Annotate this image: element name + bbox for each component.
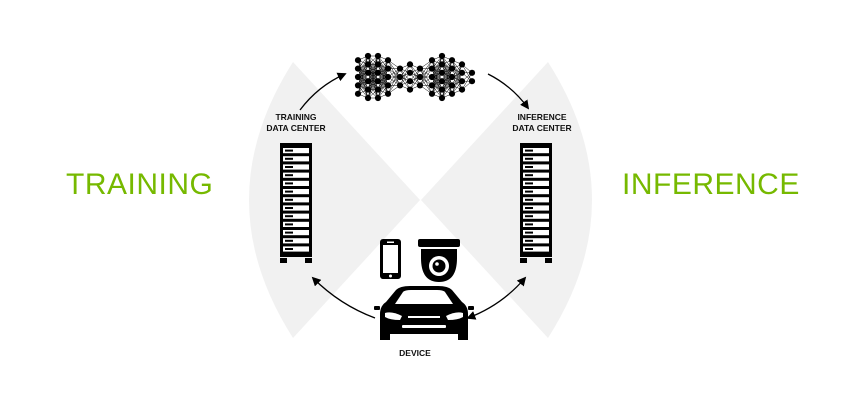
training-zone-arc xyxy=(249,62,420,338)
arrow-to-network xyxy=(299,72,347,111)
inference-label: INFERENCE xyxy=(622,168,800,201)
training-label: TRAINING xyxy=(66,168,214,201)
inference-zone-arc xyxy=(421,62,592,338)
car-icon xyxy=(374,286,474,340)
inference-data-center-label: INFERENCE DATA CENTER xyxy=(497,112,587,134)
arrow-to-inference xyxy=(487,73,530,110)
training-dc-line2: DATA CENTER xyxy=(266,123,326,133)
inference-dc-line2: DATA CENTER xyxy=(512,123,572,133)
smartphone-icon xyxy=(380,239,401,279)
training-data-center-label: TRAINING DATA CENTER xyxy=(256,112,336,134)
cycle-arrows xyxy=(299,72,530,320)
security-camera-icon xyxy=(418,239,460,282)
arrow-inference-device xyxy=(466,276,527,320)
device-label: DEVICE xyxy=(399,348,431,358)
training-dc-line1: TRAINING xyxy=(275,112,317,122)
server-rack-icon xyxy=(520,143,552,263)
server-rack-icon xyxy=(280,143,312,263)
inference-dc-line1: INFERENCE xyxy=(517,112,567,122)
arrow-device-to-training xyxy=(311,276,376,319)
neural-network-icon xyxy=(354,52,476,102)
